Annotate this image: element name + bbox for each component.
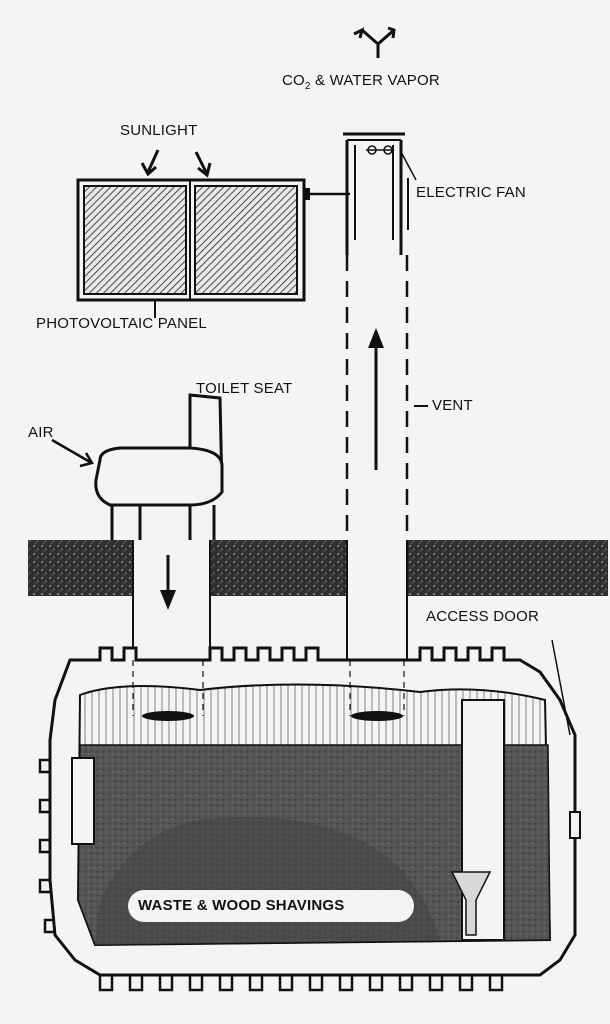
exhaust-arrows: [353, 26, 396, 58]
access-door-leader: [551, 639, 571, 736]
exhaust-label: CO2 & WATER VAPOR: [282, 72, 440, 92]
photovoltaic-panel: [76, 178, 306, 318]
exhaust-co: CO: [282, 72, 305, 89]
waste-down-arrow: [160, 555, 176, 610]
ground-slab: [28, 540, 608, 660]
composting-tank: [38, 646, 581, 992]
sunlight-label: SUNLIGHT: [120, 122, 198, 139]
air-arrow: [51, 438, 94, 468]
sunlight-arrows: [140, 149, 212, 178]
electric-fan-icon: [366, 145, 394, 155]
fan-leader: [399, 149, 417, 181]
toilet-seat-label: TOILET SEAT: [196, 380, 293, 397]
exhaust-rest: & WATER VAPOR: [310, 72, 440, 89]
photovoltaic-panel-label: PHOTOVOLTAIC PANEL: [36, 315, 207, 332]
airflow-up-arrow: [368, 328, 384, 470]
electric-fan-label: ELECTRIC FAN: [416, 184, 526, 201]
waste-label-bubble: [128, 890, 414, 922]
vent-cap: [343, 132, 405, 141]
exhaust-subscript: 2: [304, 81, 311, 92]
air-label: AIR: [28, 424, 54, 441]
vent-pipe: [345, 140, 409, 540]
waste-label: WASTE & WOOD SHAVINGS: [138, 897, 345, 914]
power-wire: [304, 188, 350, 200]
vent-label: VENT: [432, 397, 473, 414]
access-door-label: ACCESS DOOR: [426, 608, 540, 625]
toilet-seat: [94, 393, 224, 540]
